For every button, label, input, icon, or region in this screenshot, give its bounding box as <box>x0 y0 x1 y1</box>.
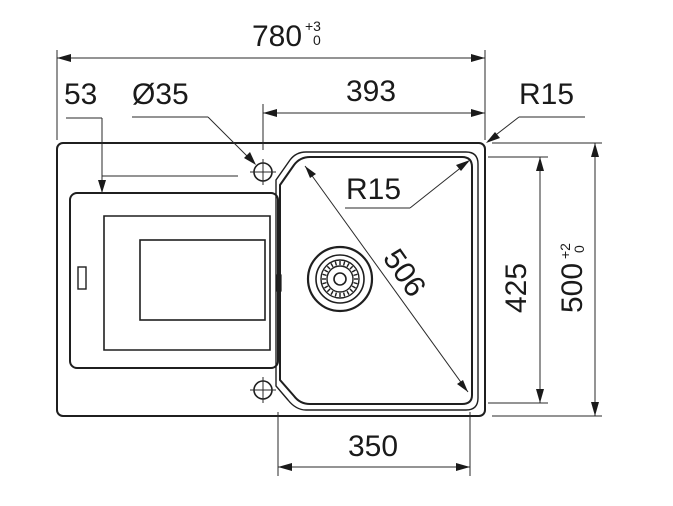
drain-slot <box>351 269 356 273</box>
drain-waste <box>306 245 374 313</box>
dim-corner-radius-bowl-value: R15 <box>346 173 401 206</box>
dim-tap-hole-value: Ø35 <box>132 78 189 111</box>
drain-slot <box>353 273 358 277</box>
dim-bowl-diagonal-value: 506 <box>376 243 432 303</box>
dim-overall-width: 780 +3 0 <box>56 18 486 140</box>
dim-bowl-depth-value: 425 <box>500 263 533 313</box>
dim-overall-depth: 500 +2 0 <box>492 142 602 417</box>
dim-tap-hole: Ø35 <box>132 78 256 165</box>
drain-slot <box>330 263 334 268</box>
drain-slot <box>353 281 358 285</box>
dim-bowl-offset: 393 <box>262 75 485 150</box>
dim-bowl-width: 350 <box>277 412 471 476</box>
dim-overall-width-tol-lower: 0 <box>313 32 321 48</box>
drain-slot <box>334 261 338 266</box>
dim-bowl-offset-value: 393 <box>346 75 396 108</box>
dim-corner-radius-outer: R15 <box>486 78 585 143</box>
bowl <box>275 151 479 411</box>
overflow-slot <box>77 266 87 290</box>
drain-slot <box>342 261 346 266</box>
drain-slot <box>334 292 338 297</box>
dim-offset-left-value: 53 <box>64 78 97 111</box>
drain-slot <box>326 265 331 270</box>
drain-slot <box>330 290 334 295</box>
drain-slot <box>346 290 350 295</box>
dim-corner-radius-bowl: R15 <box>345 160 470 209</box>
drain-slot <box>349 265 354 270</box>
drain-slot <box>351 285 356 289</box>
drain-slot <box>322 281 327 285</box>
drain-slot <box>342 292 346 297</box>
dim-bowl-depth: 425 <box>488 156 548 404</box>
dim-overall-depth-tol-upper: +2 <box>557 243 573 259</box>
dim-bowl-width-value: 350 <box>348 430 398 463</box>
dim-corner-radius-outer-value: R15 <box>519 78 574 111</box>
dim-overall-depth-tol-lower: 0 <box>571 245 587 253</box>
drain-slot <box>346 263 350 268</box>
drain-slot <box>324 269 329 273</box>
drain-slot <box>324 285 329 289</box>
dim-overall-width-tol-upper: +3 <box>305 18 321 34</box>
dim-overall-width-value: 780 <box>252 20 302 53</box>
dim-offset-left: 53 <box>64 78 238 193</box>
drainer-area <box>69 192 279 369</box>
sink-outline <box>56 142 486 417</box>
drain-slot <box>326 288 331 293</box>
tap-hole-bottom <box>250 377 276 403</box>
dim-overall-depth-value: 500 <box>556 263 589 313</box>
drain-slot <box>349 288 354 293</box>
drain-slot <box>322 273 327 277</box>
tap-hole-top <box>250 159 276 185</box>
